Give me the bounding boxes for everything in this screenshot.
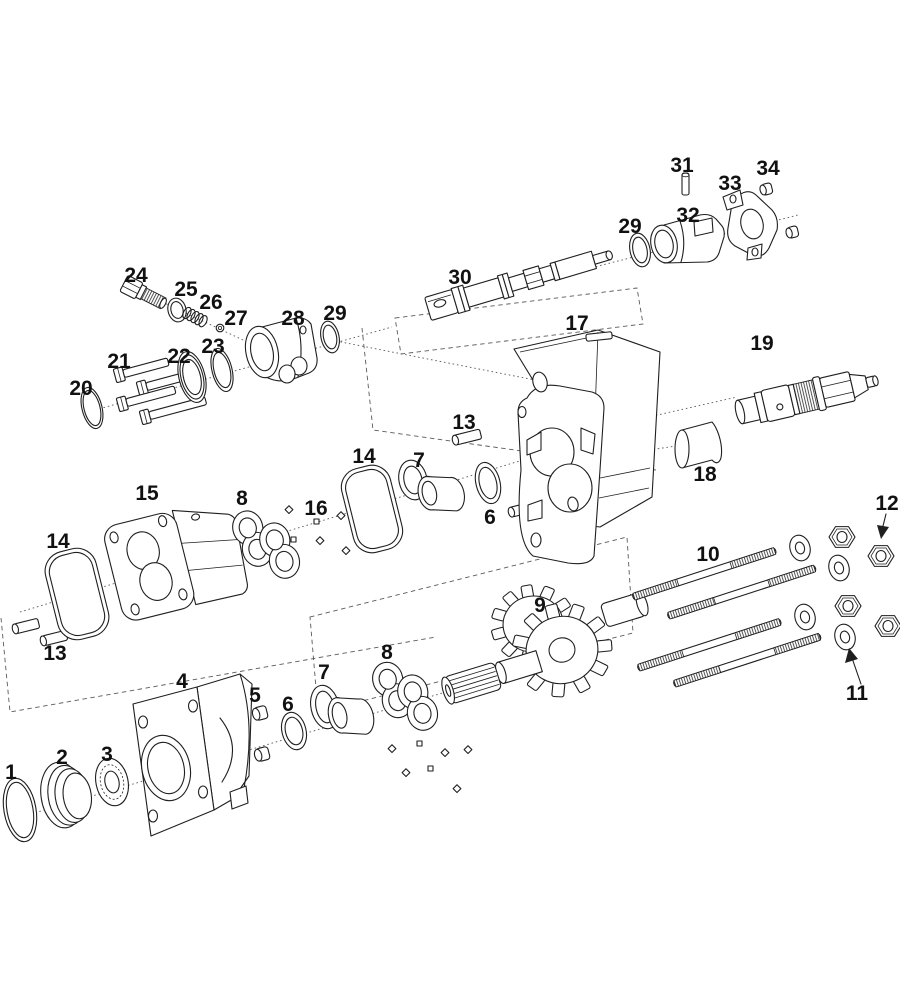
part-seal-ring-6-low — [280, 711, 308, 751]
part-label-15: 15 — [135, 482, 159, 505]
part-label-13-mid: 13 — [452, 411, 475, 434]
part-label-17: 17 — [565, 312, 588, 335]
part-label-19: 19 — [750, 332, 773, 355]
part-label-4: 4 — [176, 670, 188, 693]
part-washer-set-11 — [789, 534, 856, 651]
part-roll-pin-31 — [681, 172, 690, 196]
part-label-10: 10 — [696, 543, 719, 566]
part-label-18: 18 — [693, 463, 717, 486]
part-label-2: 2 — [56, 746, 68, 769]
part-gear-shaft-assembly-9 — [441, 584, 649, 705]
boundary-gear-group — [309, 536, 634, 713]
part-label-30: 30 — [448, 266, 471, 289]
part-label-33: 33 — [718, 172, 741, 195]
part-label-23: 23 — [201, 335, 224, 358]
part-valve-plug-24 — [119, 275, 167, 310]
part-pump-body-17 — [513, 329, 661, 565]
part-label-20: 20 — [69, 377, 92, 400]
part-label-3: 3 — [101, 743, 113, 766]
part-retaining-ring-1 — [2, 777, 38, 843]
part-wear-plates-8-low — [372, 661, 439, 731]
part-gear-housing-15 — [104, 509, 249, 621]
part-seal-ring-22 — [177, 351, 207, 403]
part-label-29-left: 29 — [323, 302, 346, 325]
part-label-32: 32 — [676, 204, 699, 227]
part-seal-kit-16 — [284, 505, 351, 556]
part-label-29-top: 29 — [618, 215, 641, 238]
part-label-8-low: 8 — [381, 641, 393, 664]
part-needle-bearings-7-low — [310, 684, 375, 735]
callout-arrow-11 — [845, 648, 862, 685]
part-label-11: 11 — [846, 682, 869, 705]
part-label-25: 25 — [174, 278, 198, 301]
part-label-8-mid: 8 — [236, 487, 248, 510]
part-gasket-14-mid — [340, 464, 404, 554]
part-screw-plugs-34 — [759, 182, 800, 239]
part-label-22: 22 — [167, 345, 190, 368]
part-mounting-bracket-33 — [722, 189, 778, 261]
part-dowel-pins-13-left — [11, 618, 68, 647]
part-label-12: 12 — [875, 492, 898, 515]
boundary-shaft-group — [394, 287, 644, 355]
part-shaft-seal-3 — [95, 757, 129, 807]
part-stud-set-10 — [632, 547, 822, 688]
part-gasket-14-left — [44, 547, 110, 641]
part-label-1: 1 — [5, 761, 17, 784]
part-needle-bearings-7-mid — [398, 459, 465, 512]
part-spring-26 — [182, 306, 208, 328]
part-input-shaft-30 — [424, 250, 613, 321]
group-boundaries — [0, 287, 657, 713]
part-piston-plug-18 — [674, 421, 723, 469]
part-o-ring-20 — [80, 386, 104, 430]
part-label-13-left: 13 — [43, 642, 66, 665]
part-label-6-low: 6 — [282, 693, 294, 716]
part-label-14-mid: 14 — [352, 445, 376, 468]
part-label-5: 5 — [249, 684, 261, 707]
part-relief-valve-19 — [734, 371, 879, 425]
part-o-ring-29-top — [629, 232, 651, 268]
part-end-cap-2 — [40, 761, 93, 829]
boundary-mid-group — [361, 327, 657, 471]
part-label-34: 34 — [756, 157, 780, 180]
part-wear-plates-8-mid — [232, 510, 301, 579]
part-nut-set-12 — [828, 526, 900, 637]
part-seal-ring-23 — [210, 347, 234, 393]
part-label-9: 9 — [534, 594, 546, 617]
part-seal-ring-6-mid — [474, 461, 502, 505]
part-label-31: 31 — [670, 154, 694, 177]
part-loose-seals-low — [387, 740, 473, 794]
part-labels: 1 2 3 4 5 6 7 8 9 10 11 12 13 13 14 14 1… — [5, 154, 899, 784]
part-sealing-washer-25 — [167, 297, 187, 323]
part-label-26: 26 — [199, 291, 222, 314]
part-label-14-left: 14 — [46, 530, 70, 553]
callout-arrow-12 — [877, 513, 889, 539]
part-label-7-low: 7 — [318, 661, 330, 684]
part-label-16: 16 — [304, 497, 327, 520]
part-end-cover-28 — [244, 317, 318, 384]
part-check-ball-27 — [215, 323, 225, 333]
part-label-7-mid: 7 — [413, 449, 425, 472]
part-label-21: 21 — [107, 350, 131, 373]
part-mounting-flange-4 — [132, 673, 253, 837]
part-shaft-coupler-32 — [650, 213, 725, 264]
part-o-ring-29-left — [320, 320, 340, 354]
part-label-27: 27 — [224, 307, 247, 330]
part-label-28: 28 — [281, 307, 305, 330]
part-plug-pair-5 — [251, 705, 271, 762]
part-label-6-mid: 6 — [484, 506, 496, 529]
part-label-24: 24 — [124, 264, 148, 287]
